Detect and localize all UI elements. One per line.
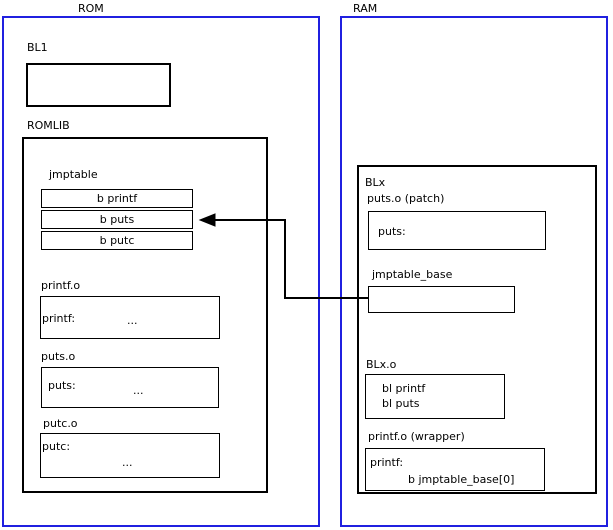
printf-o-symbol: printf: [42, 312, 76, 325]
printf-o-label: printf.o [41, 279, 81, 292]
putc-o-symbol: putc: [42, 440, 71, 453]
bl1-label: BL1 [27, 41, 48, 54]
puts-o-box [41, 367, 219, 408]
blx-o-line-bl-printf: bl printf [382, 382, 426, 395]
printf-o-body: ... [127, 314, 138, 327]
bl1-box [26, 63, 171, 107]
rom-region-label: ROM [78, 2, 104, 15]
jmptable-base-label: jmptable_base [372, 268, 453, 281]
jmptable-row-b-puts[interactable]: b puts [41, 210, 193, 229]
printf-o-wrapper-box [365, 448, 545, 491]
puts-o-label: puts.o [41, 350, 76, 363]
puts-o-body: ... [133, 384, 144, 397]
puts-o-symbol: puts: [48, 379, 76, 392]
blx-o-line-bl-puts: bl puts [382, 397, 420, 410]
putc-o-box [40, 433, 220, 478]
putc-o-label: putc.o [43, 417, 78, 430]
puts-o-patch-label: puts.o (patch) [367, 192, 445, 205]
puts-o-patch-symbol: puts: [378, 225, 406, 238]
printf-o-box [40, 296, 220, 339]
putc-o-body: ... [122, 456, 133, 469]
blx-o-box [365, 374, 505, 419]
romlib-label: ROMLIB [27, 119, 70, 132]
ram-region-label: RAM [353, 2, 378, 15]
printf-o-wrapper-instruction: b jmptable_base[0] [408, 473, 515, 486]
jmptable-label: jmptable [49, 168, 98, 181]
printf-o-wrapper-symbol: printf: [370, 456, 404, 469]
jmptable-row-b-putc[interactable]: b putc [41, 231, 193, 250]
printf-o-wrapper-label: printf.o (wrapper) [368, 430, 465, 443]
jmptable-row-b-printf[interactable]: b printf [41, 189, 193, 208]
puts-o-patch-box [368, 211, 546, 250]
jmptable-base-box [368, 286, 515, 313]
blx-label: BLx [365, 176, 386, 189]
blx-o-label: BLx.o [366, 358, 397, 371]
